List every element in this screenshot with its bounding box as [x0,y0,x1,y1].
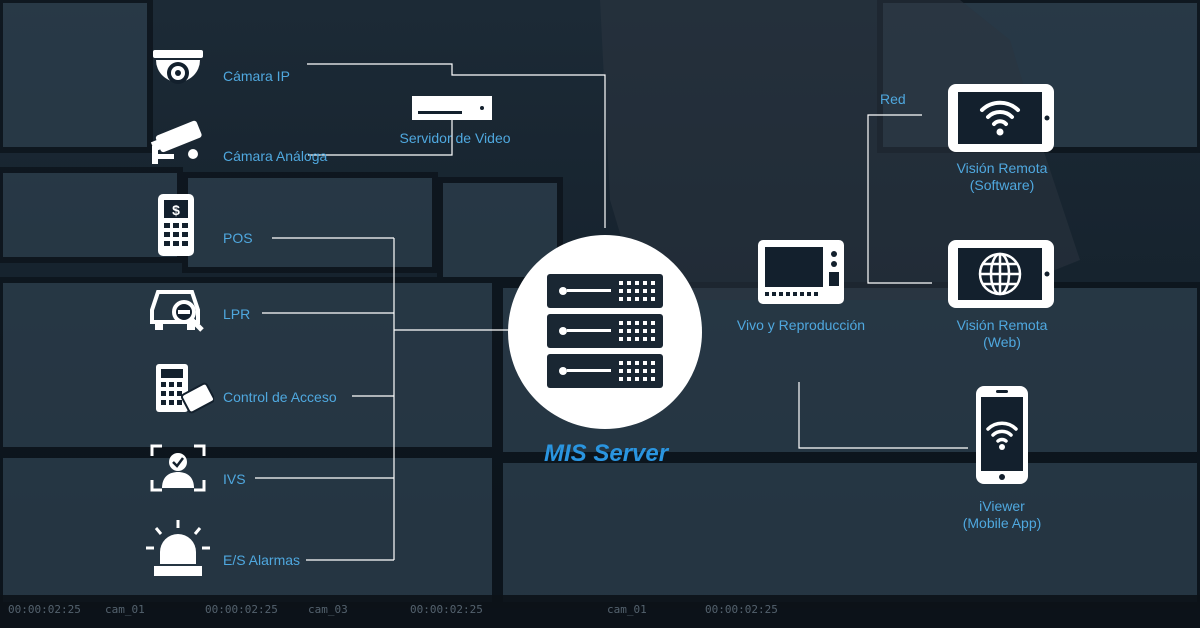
source-label-ip-camera: Cámara IP [223,68,290,84]
bullet-camera-icon [150,120,202,164]
pos-terminal-icon: $ [158,194,194,256]
face-recognition-icon [150,444,206,492]
mis-server-title: MIS Server [544,440,669,467]
bg-camera-label: cam_01 [105,603,145,616]
iviewer-label-line2: (Mobile App) [962,515,1042,531]
alarm-siren-icon [146,520,210,576]
mis-server-icon [508,235,702,429]
source-label-alarms: E/S Alarmas [223,552,301,568]
tablet-globe-icon [948,240,1054,308]
access-control-keypad-icon [156,364,214,414]
remote-software-label-line2: (Software) [969,177,1035,193]
source-label-lpr: LPR [223,306,251,322]
smartphone-wifi-icon [976,386,1028,484]
remote-web-label-line1: Visión Remota [956,317,1048,333]
video-server-label: Servidor de Video [399,130,511,146]
source-label-access-control: Control de Acceso [223,389,337,405]
remote-web-label-line2: (Web) [983,334,1021,350]
remote-software-label-line1: Visión Remota [956,160,1048,176]
network-label: Red [880,91,906,107]
bg-timestamp: 00:00:02:25 [205,603,278,616]
source-label-pos: POS [223,230,253,246]
bg-timestamp: 00:00:02:25 [705,603,778,616]
source-label-analog-camera: Cámara Análoga [223,148,328,164]
iviewer-label-line1: iViewer [979,498,1025,514]
source-label-ivs: IVS [223,471,246,487]
bg-camera-label: cam_03 [308,603,348,616]
svg-text:$: $ [172,202,180,218]
dome-camera-icon [153,50,203,84]
bg-camera-label: cam_01 [607,603,647,616]
monitor-playback-icon [758,240,844,304]
bg-timestamp: 00:00:02:25 [410,603,483,616]
tablet-wifi-icon [948,84,1054,152]
video-server-icon [412,96,492,120]
bg-timestamp: 00:00:02:25 [8,603,81,616]
live-playback-label: Vivo y Reproducción [736,317,866,333]
license-plate-car-icon [150,290,204,332]
